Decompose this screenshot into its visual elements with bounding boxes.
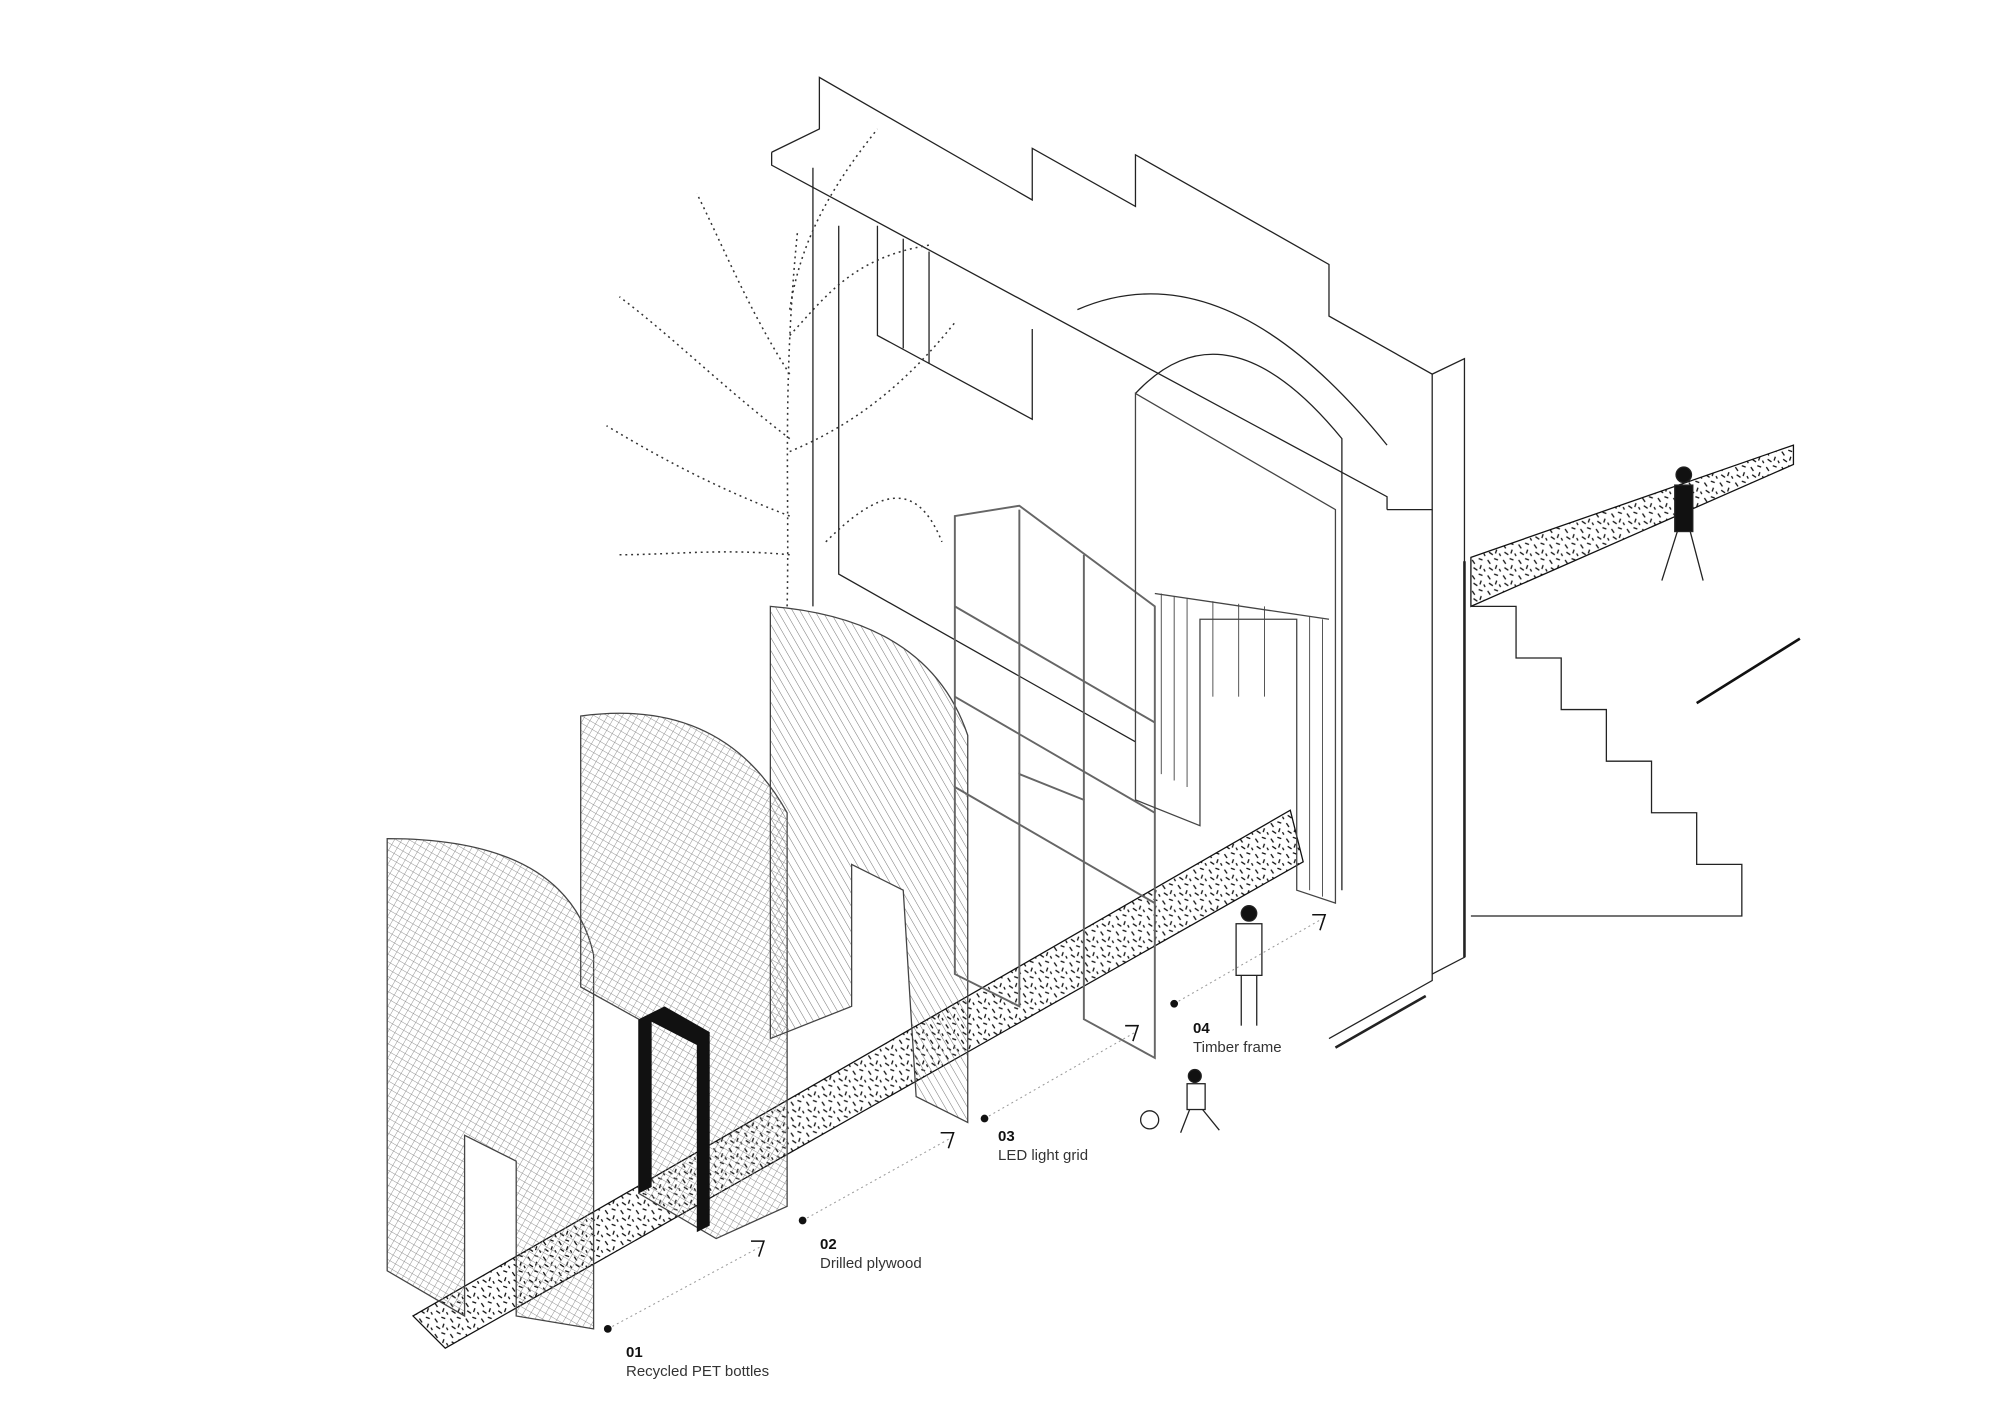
pet-bottles-panel [386, 837, 595, 1330]
staircase [1470, 605, 1743, 917]
layer-number: 03 [998, 1128, 1015, 1145]
layer-label-02: 02 Drilled plywood [820, 1236, 922, 1274]
leader-arrows [751, 913, 1327, 1257]
leader-dot-01 [603, 1324, 612, 1333]
layer-name: Drilled plywood [820, 1254, 922, 1272]
building-facade [770, 76, 1466, 1049]
arrow-02 [940, 1131, 955, 1149]
tree [606, 128, 956, 607]
leader-dots [603, 999, 1179, 1333]
layer-name: Recycled PET bottles [626, 1362, 770, 1380]
timber-frame [1134, 392, 1337, 904]
person-walking [1661, 466, 1704, 581]
arrow-03 [1125, 1024, 1140, 1042]
leader-dot-04 [1170, 999, 1179, 1008]
layer-label-04: 04 Timber frame [1193, 1020, 1282, 1058]
leader-lines [607, 918, 1323, 1330]
led-light-grid [953, 504, 1156, 1060]
arrow-04 [1312, 913, 1327, 931]
paving-strip-back [1470, 444, 1795, 608]
leader-dot-03 [980, 1114, 989, 1123]
layer-label-03: 03 LED light grid [998, 1128, 1088, 1166]
door-frame [638, 1006, 710, 1233]
person-standing [1235, 905, 1263, 1026]
layer-number: 04 [1193, 1020, 1210, 1037]
paving-strip-front [411, 809, 1304, 1350]
leader-dot-02 [798, 1216, 807, 1225]
drilled-plywood-panel [580, 712, 788, 1240]
arrow-01 [751, 1240, 765, 1257]
layer-name: LED light grid [998, 1146, 1089, 1164]
layer-number: 02 [820, 1236, 837, 1253]
layer-number: 01 [626, 1344, 643, 1361]
layer-label-01: 01 Recycled PET bottles [626, 1344, 769, 1382]
child-running [1139, 1068, 1220, 1133]
ball [1139, 1110, 1160, 1130]
light-panel [769, 605, 969, 1124]
layer-name: Timber frame [1193, 1038, 1282, 1056]
